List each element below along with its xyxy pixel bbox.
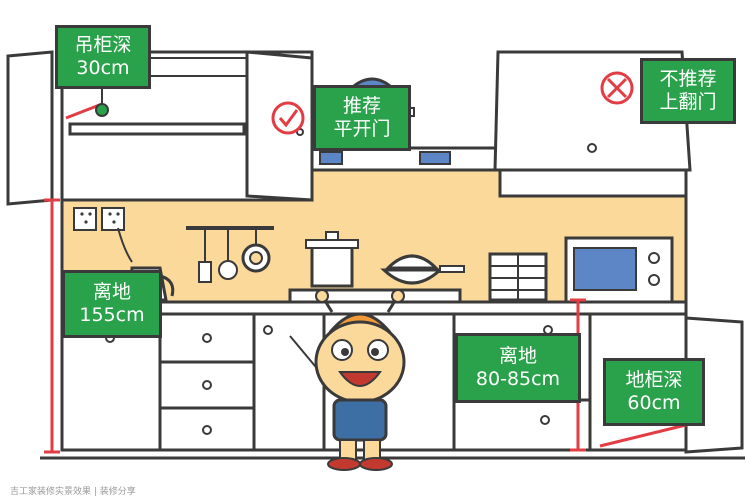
label-wall-cabinet-depth: 吊柜深 30cm: [55, 25, 151, 89]
base-cabinet-middle: [252, 312, 326, 452]
measure-line-60cm: [599, 422, 691, 448]
label-height-155cm-line2: 155cm: [79, 304, 145, 326]
label-not-recommend-flip: 不推荐 上翻门: [640, 58, 736, 124]
measure-line-30cm: [65, 102, 103, 120]
cabinet-shelf: [68, 122, 246, 136]
watermark: 吉工家装修实景效果 | 装修分享: [10, 487, 136, 497]
label-height-155cm: 离地 155cm: [62, 270, 162, 338]
check-icon: [271, 101, 305, 135]
leader-dot: [95, 103, 109, 117]
outlet-1: [73, 207, 97, 231]
label-wall-cabinet-depth-line2: 30cm: [76, 57, 130, 79]
label-height-80-85cm-line2: 80-85cm: [475, 368, 561, 390]
label-recommend-hinged: 推荐 平开门: [313, 85, 411, 151]
label-base-cabinet-depth-line1: 地柜深: [625, 369, 683, 391]
outlet-2: [101, 207, 125, 231]
label-recommend-hinged-line1: 推荐: [342, 95, 381, 117]
label-height-80-85cm: 离地 80-85cm: [455, 333, 581, 403]
label-base-cabinet-depth: 地柜深 60cm: [603, 358, 705, 426]
label-not-recommend-flip-line2: 上翻门: [659, 91, 717, 113]
label-height-80-85cm-line1: 离地: [498, 345, 537, 367]
cross-icon: [600, 71, 634, 105]
left-cabinet-door-open: [6, 50, 54, 206]
right-wall-cabinet: [498, 168, 688, 198]
label-height-155cm-line1: 离地: [92, 281, 131, 303]
mascot-character: [289, 289, 406, 471]
label-recommend-hinged-line2: 平开门: [333, 118, 391, 140]
label-not-recommend-flip-line1: 不推荐: [659, 68, 717, 90]
label-wall-cabinet-depth-line1: 吊柜深: [74, 34, 132, 56]
label-base-cabinet-depth-line2: 60cm: [627, 392, 681, 414]
stock-pot: [310, 244, 354, 288]
